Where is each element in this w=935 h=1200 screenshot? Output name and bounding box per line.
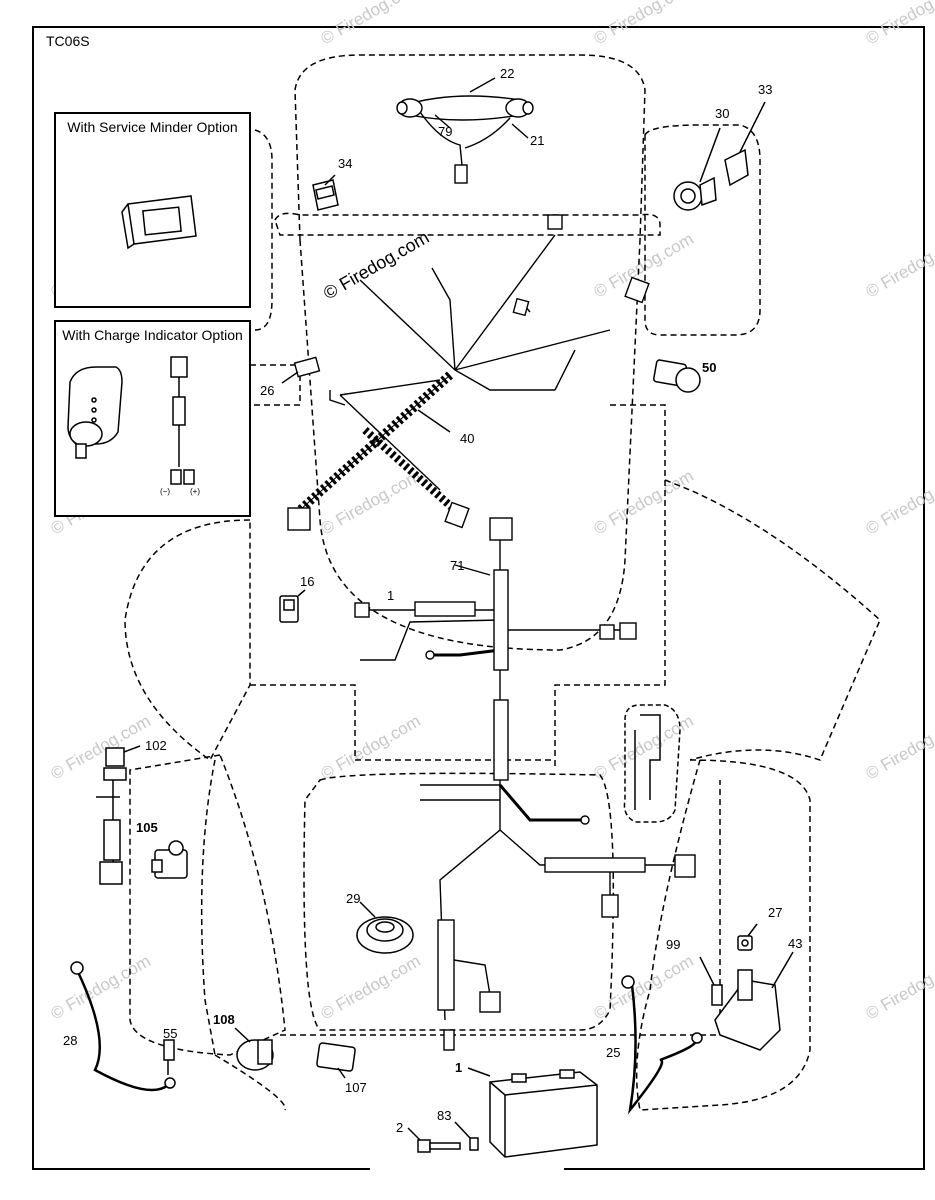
watermark: © Firedog.com (591, 951, 697, 1023)
part-label: 71 (450, 558, 464, 573)
left-small-outline (250, 364, 301, 406)
watermark: © Firedog.com (863, 0, 935, 48)
right-fender-top (554, 404, 666, 770)
part-label: 34 (338, 156, 352, 171)
inset-charge-indicator: With Charge Indicator Option (−) (+) (54, 320, 251, 517)
left-inner-outline (200, 759, 216, 1056)
seat-switch-shape (623, 704, 681, 823)
part-label: 108 (213, 1012, 235, 1027)
part-label: 33 (758, 82, 772, 97)
diagram-code: TC06S (46, 33, 90, 49)
battery-cable-25 (621, 975, 703, 1115)
console-outline (299, 239, 641, 651)
right-pod-outline (644, 124, 761, 336)
part-label: 26 (260, 383, 274, 398)
battery-cable-28 (70, 961, 176, 1092)
part-label: 29 (346, 891, 360, 906)
module-107 (316, 1042, 356, 1079)
charge-indicator-drawing: (−) (+) (67, 356, 200, 496)
terminal-55 (163, 1039, 175, 1075)
part-label: 28 (63, 1033, 77, 1048)
polarity-plus: (+) (190, 487, 200, 496)
right-fender-outline (664, 479, 881, 761)
left-lower-outline (129, 754, 286, 1056)
watermark: © Firedog.com (318, 711, 424, 783)
left-bottom-curve (214, 1054, 286, 1111)
part-label: 30 (715, 106, 729, 121)
part-label: 43 (788, 936, 802, 951)
dash-panel-outline (274, 212, 661, 236)
part-label: 50 (702, 360, 716, 375)
watermark: © Firedog.com (863, 711, 935, 783)
watermark: © Firedog.com (48, 951, 154, 1023)
inset-title: With Service Minder Option (67, 119, 238, 135)
clip-26 (281, 356, 321, 384)
switch-34 (312, 174, 339, 211)
watermark: © Firedog.com (591, 466, 697, 538)
center-harness-71 (354, 517, 696, 1051)
frame-gap (370, 1164, 564, 1172)
seat-plate-outline (303, 772, 615, 1031)
part-label: 1 (387, 588, 394, 603)
left-fender-outline (124, 519, 251, 762)
part-label: 99 (666, 937, 680, 952)
solenoid-105 (151, 840, 188, 879)
watermark-dark: © Firedog.com (320, 227, 432, 303)
part-label: 40 (460, 431, 474, 446)
part-label: 79 (438, 124, 452, 139)
part-label: 16 (300, 574, 314, 589)
polarity-minus: (−) (160, 487, 170, 496)
part-label: 22 (500, 66, 514, 81)
part-label: 27 (768, 905, 782, 920)
headlight-harness (396, 77, 534, 184)
switch-16 (279, 589, 306, 623)
part-label: 21 (530, 133, 544, 148)
inset-title: With Charge Indicator Option (62, 327, 243, 343)
part-label: 1 (455, 1060, 462, 1075)
part-label: 102 (145, 738, 167, 753)
part-label: 107 (345, 1080, 367, 1095)
watermark: © Firedog.com (591, 711, 697, 783)
left-pod-outline (254, 129, 273, 331)
harness-102 (96, 745, 141, 885)
part-label: 83 (437, 1108, 451, 1123)
watermark: © Firedog.com (318, 951, 424, 1023)
watermark: © Firedog.com (863, 229, 935, 301)
nut-83 (454, 1121, 479, 1151)
service-minder-drawing (121, 195, 197, 250)
main-harness-40 (287, 214, 650, 531)
hood-outline (294, 54, 646, 241)
buzzer-29 (356, 901, 414, 954)
watermark: © Firedog.com (318, 466, 424, 538)
bolt-2 (407, 1127, 461, 1153)
inset-service-minder: With Service Minder Option (54, 112, 251, 308)
center-plate-outline (250, 684, 555, 761)
battery (467, 1067, 598, 1158)
watermark: © Firedog.com (591, 0, 697, 48)
part-label: 2 (396, 1120, 403, 1135)
part-label: 55 (163, 1026, 177, 1041)
right-lower-outline (635, 759, 811, 1111)
module-108 (234, 1027, 274, 1071)
watermark: © Firedog.com (318, 0, 424, 48)
ignition-switch (673, 101, 766, 211)
watermark: © Firedog.com (863, 466, 935, 538)
part-label: 105 (136, 820, 158, 835)
watermark: © Firedog.com (863, 951, 935, 1023)
switch-43 (699, 923, 794, 1051)
part-label: 25 (606, 1045, 620, 1060)
hour-meter-50 (653, 359, 701, 393)
